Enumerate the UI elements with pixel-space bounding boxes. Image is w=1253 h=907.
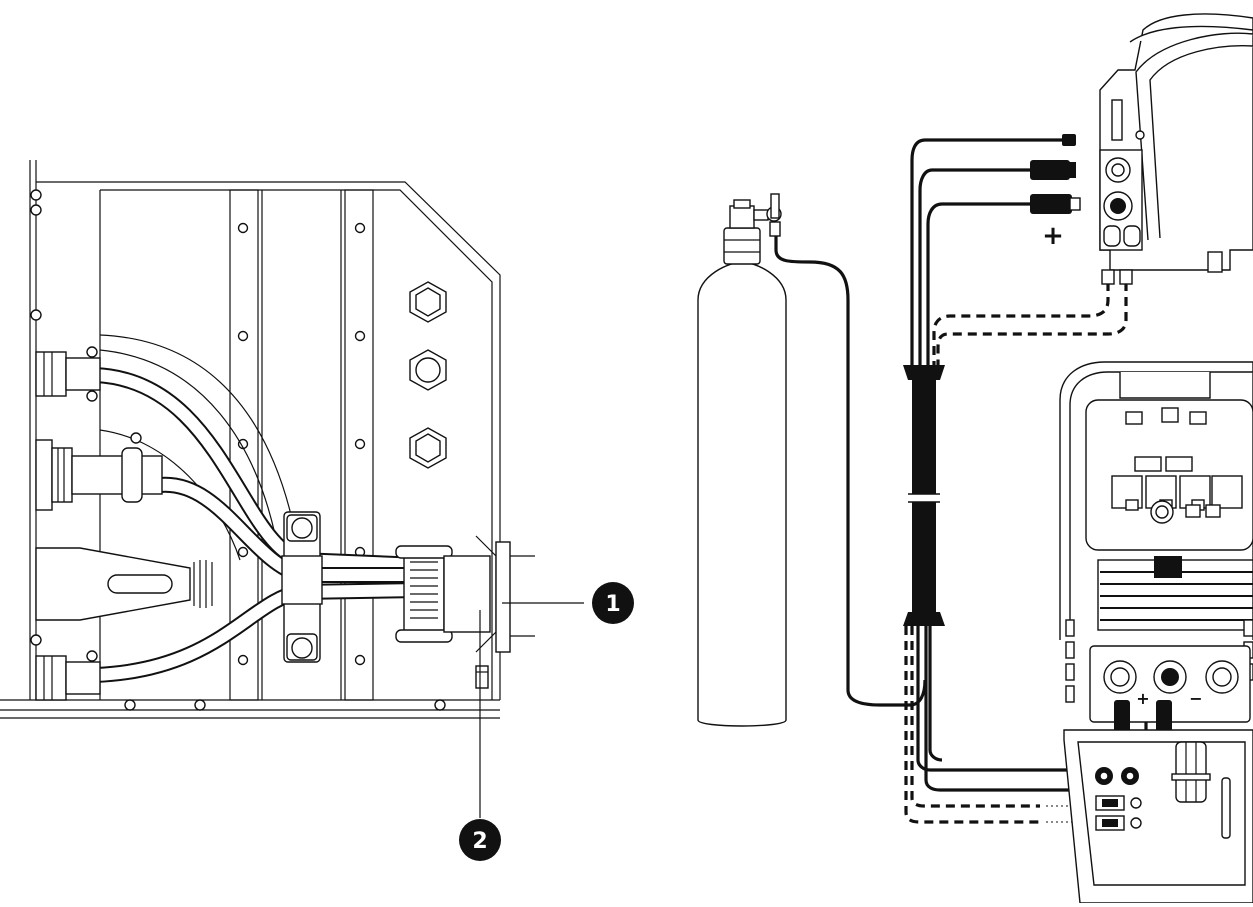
- callout-1: 1: [592, 582, 634, 624]
- cabinet-section: [0, 160, 584, 818]
- hex-nut: [409, 427, 447, 469]
- hex-nut: [409, 349, 447, 391]
- wire-feeder: [1099, 13, 1253, 285]
- quick-connector: [35, 650, 101, 701]
- vent-grille: [1097, 556, 1253, 631]
- threaded-connector: [35, 432, 163, 511]
- control-panel: [1085, 399, 1253, 551]
- worm-clamp: [395, 545, 453, 643]
- hex-nut: [409, 281, 447, 323]
- power-plug-positive: [1030, 194, 1081, 214]
- gas-hose: [774, 236, 927, 707]
- screw: [475, 665, 489, 689]
- source-positive-label: +: [1136, 689, 1149, 708]
- power-plug: [1030, 160, 1076, 180]
- power-connector: [35, 547, 213, 621]
- quick-connector: [35, 346, 101, 402]
- coolant-couplings: [1095, 795, 1142, 831]
- regulator: [753, 193, 782, 237]
- control-plug: [1062, 134, 1076, 146]
- callout-1-label: 1: [605, 592, 620, 617]
- source-negative-label: −: [1189, 689, 1202, 708]
- cable-grommet: [443, 535, 535, 653]
- feeder-positive-label: +: [1042, 221, 1064, 251]
- callout-2: 2: [459, 819, 501, 861]
- callout-2-label: 2: [472, 829, 487, 854]
- gas-cylinder: [697, 193, 787, 727]
- coolant-filler-cap: [1171, 741, 1211, 803]
- power-source: + −: [1059, 361, 1253, 904]
- hose-clamp: [281, 511, 323, 663]
